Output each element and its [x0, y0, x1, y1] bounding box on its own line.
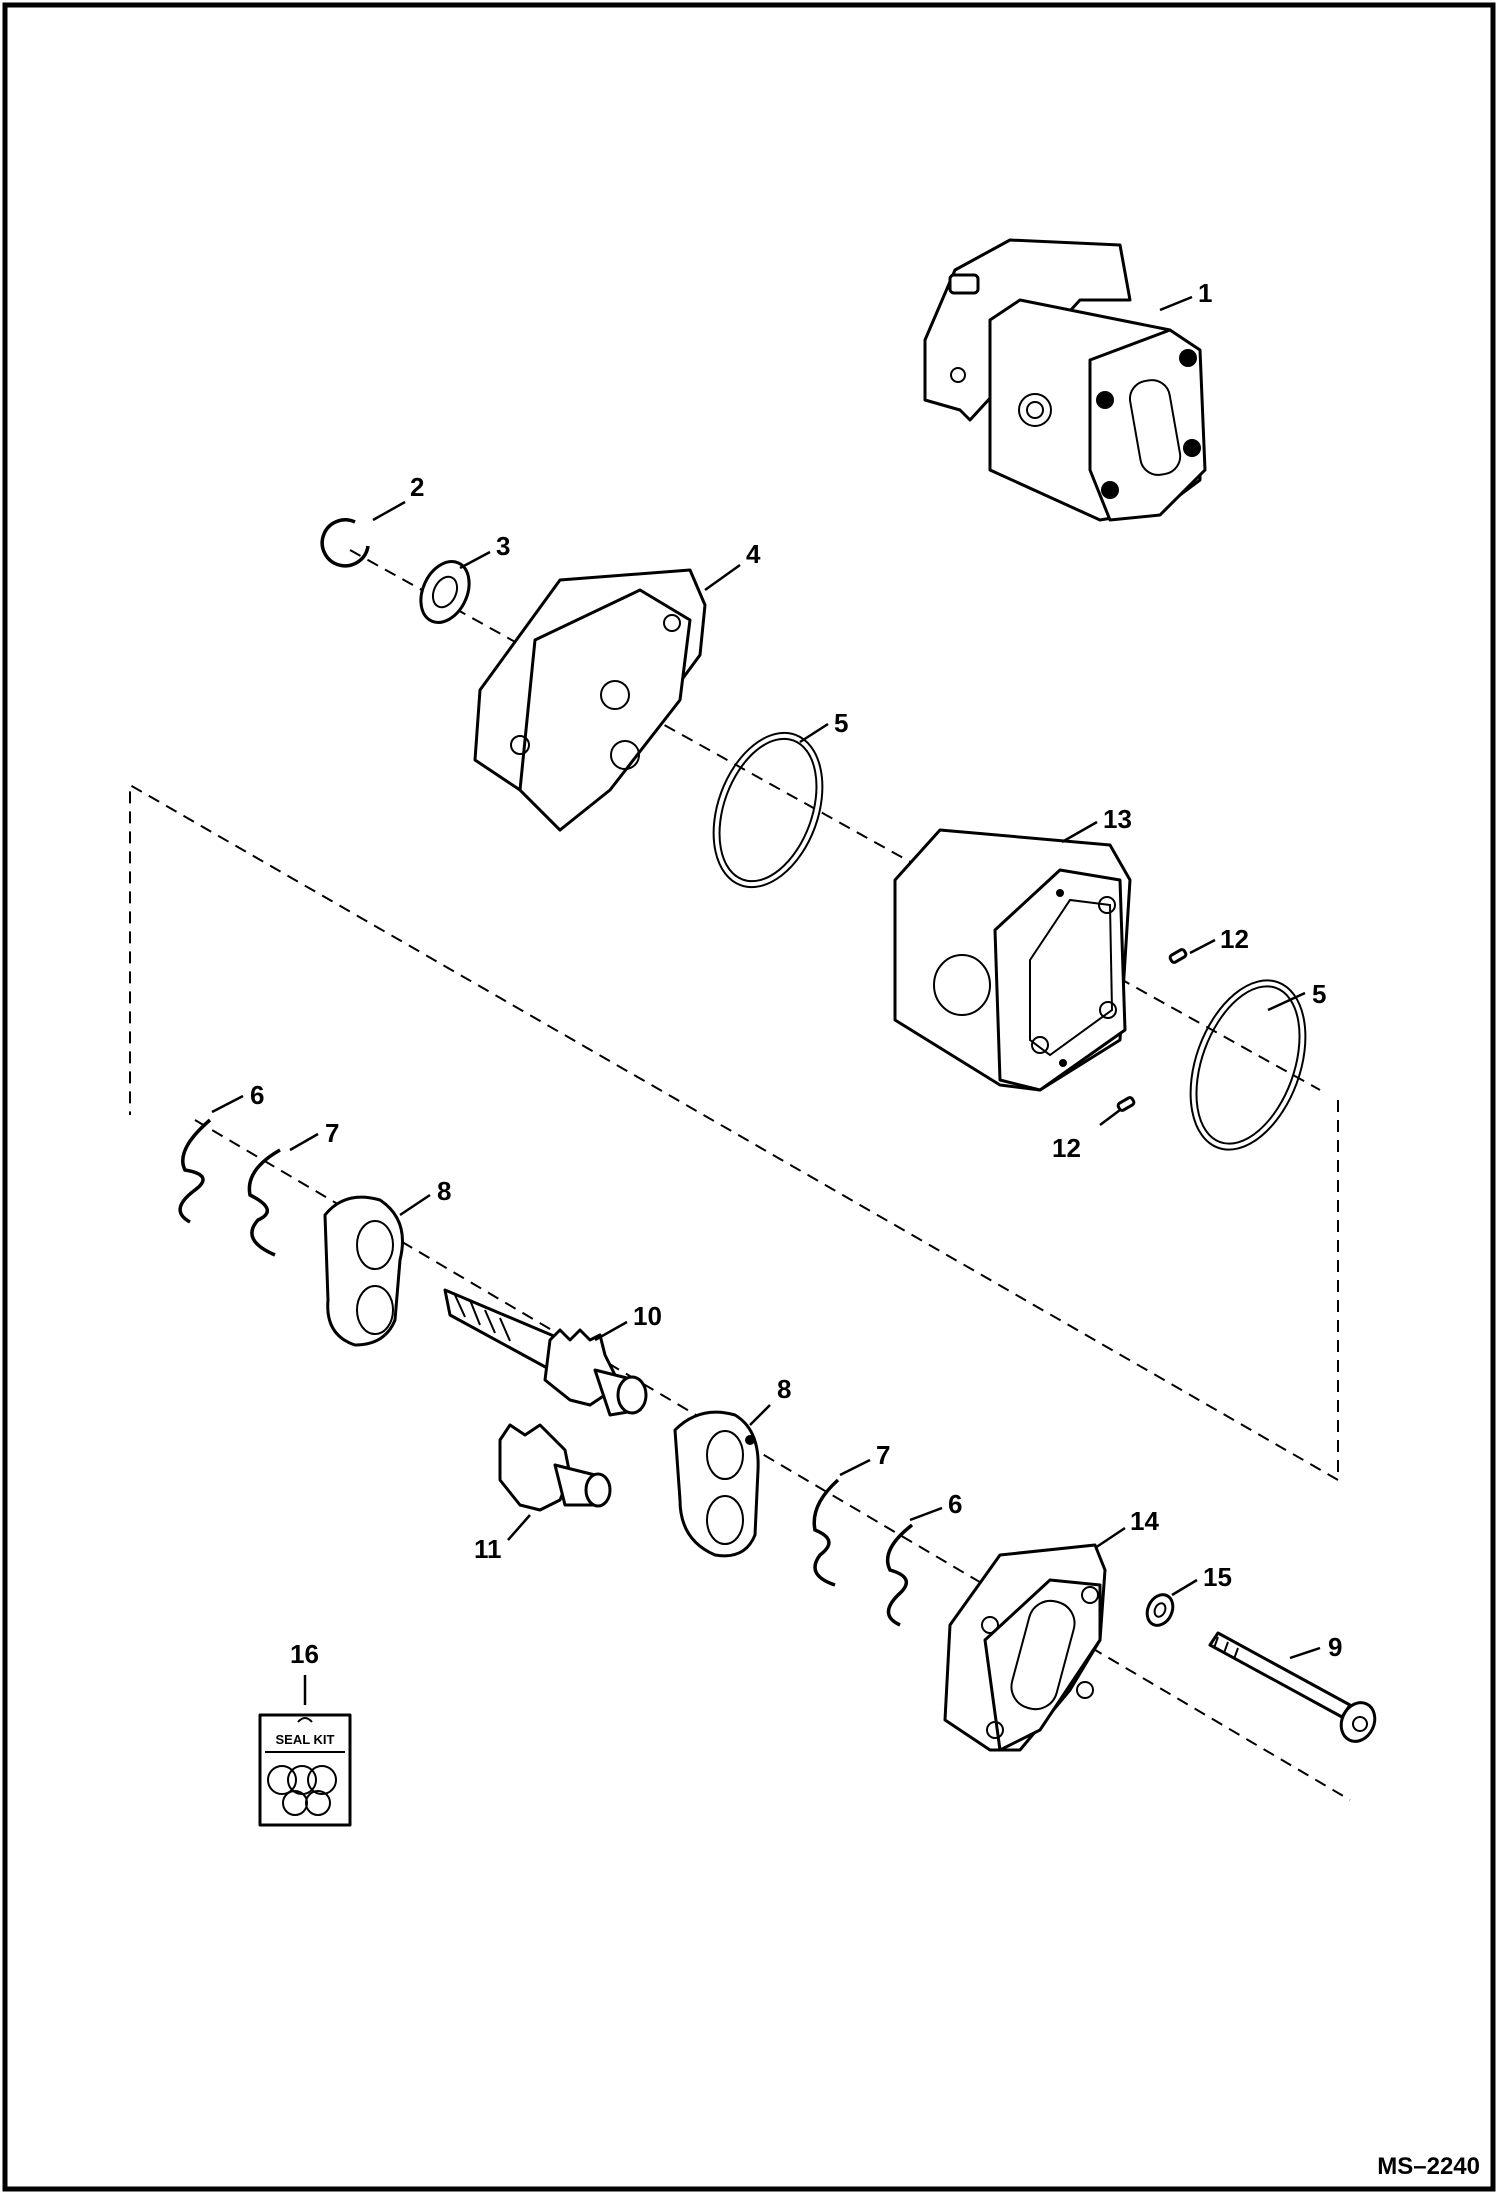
callout-1: 1: [1198, 278, 1212, 308]
pump-body: [893, 828, 1132, 1092]
callout-12-lower: 12: [1052, 1133, 1081, 1163]
callout-5-front: 5: [834, 708, 848, 738]
washer: [1145, 1593, 1175, 1627]
wear-plate-right: [673, 1410, 760, 1558]
callout-12-upper: 12: [1220, 924, 1249, 954]
callout-6-left: 6: [250, 1080, 264, 1110]
drive-gear-shaft: [443, 1288, 648, 1417]
o-ring-front: [712, 731, 824, 889]
callout-11: 11: [474, 1534, 502, 1564]
pocket-seal-left: [247, 1148, 281, 1257]
cap-screw: [1208, 1631, 1377, 1743]
callout-6-right: 6: [948, 1489, 962, 1519]
retaining-ring: [320, 518, 370, 568]
callout-7-right: 7: [876, 1440, 890, 1470]
backup-seal-left: [178, 1118, 212, 1224]
driven-gear: [498, 1423, 612, 1512]
seal-kit: SEAL KIT: [258, 1713, 352, 1827]
callout-8-left: 8: [437, 1176, 451, 1206]
wear-plate-left: [323, 1195, 404, 1347]
callout-8-right: 8: [777, 1374, 791, 1404]
o-ring-rear: [1189, 979, 1307, 1151]
backup-seal-right: [885, 1523, 914, 1627]
callouts: 1 2 3 4 5 13 12 5 12 6 7 8 10 8 7 6 14 1…: [250, 278, 1342, 1669]
callout-7-left: 7: [325, 1118, 339, 1148]
leader-lines: [211, 295, 1321, 1705]
callout-9: 9: [1328, 1632, 1342, 1662]
mounting-flange: [473, 568, 707, 832]
callout-2: 2: [410, 472, 424, 502]
callout-13: 13: [1103, 804, 1132, 834]
rear-cover: [943, 1543, 1107, 1752]
shaft-seal: [419, 560, 471, 624]
callout-16: 16: [290, 1639, 319, 1669]
pocket-seal-right: [812, 1478, 840, 1587]
callout-3: 3: [496, 531, 510, 561]
dowel-pins: [1116, 948, 1188, 1112]
seal-kit-label: SEAL KIT: [276, 1732, 335, 1747]
callout-10: 10: [633, 1301, 662, 1331]
gear-pump-assembly: [923, 238, 1207, 522]
callout-14: 14: [1130, 1506, 1159, 1536]
callout-15: 15: [1203, 1562, 1232, 1592]
callout-5-rear: 5: [1312, 979, 1326, 1009]
drawing-id: MS–2240: [1377, 2153, 1480, 2180]
callout-4: 4: [746, 539, 761, 569]
